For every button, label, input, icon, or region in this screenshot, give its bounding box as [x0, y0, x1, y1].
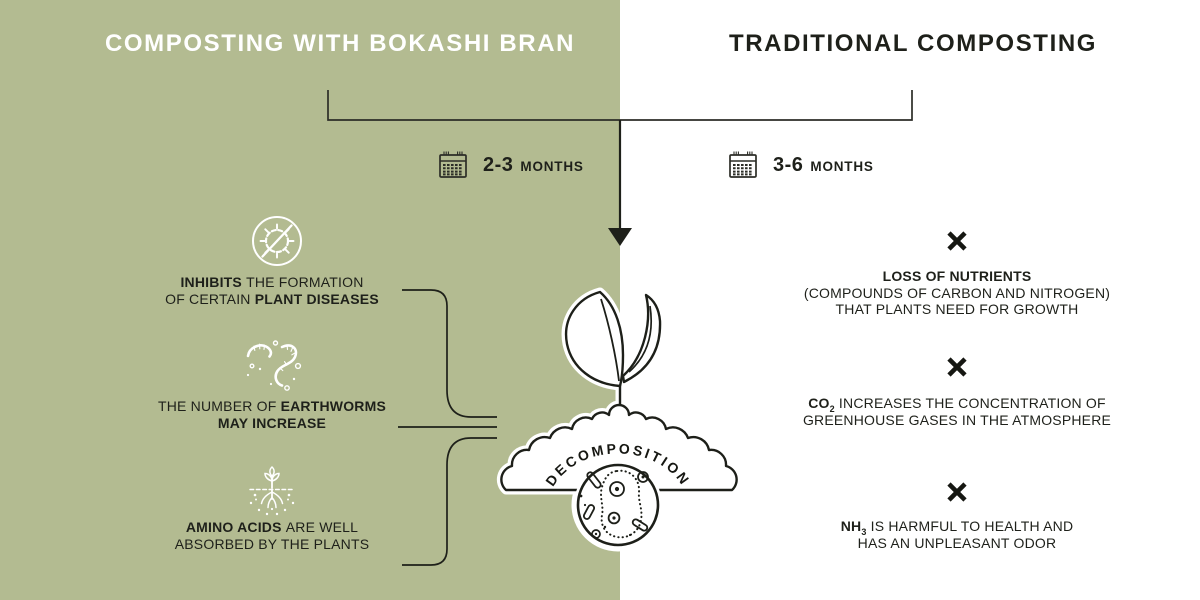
cross-icon: [947, 357, 967, 377]
drawback-nh3: NH3 IS HARMFUL TO HEALTH AND HAS AN UNPL…: [757, 518, 1157, 551]
benefit-line: OF CERTAIN PLANT DISEASES: [165, 290, 379, 307]
right-duration-value: 3-6: [773, 153, 804, 176]
decomposition-illustration: DECOMPOSITION: [496, 287, 742, 552]
drawback-line: GREENHOUSE GASES IN THE ATMOSPHERE: [802, 411, 1112, 428]
cross-icon: [947, 482, 967, 502]
earthworms-icon: [246, 340, 302, 391]
drawback-line: THAT PLANTS NEED FOR GROWTH: [835, 301, 1079, 317]
benefit-plant-diseases: INHIBITS THE FORMATION OF CERTAIN PLANT …: [92, 274, 452, 307]
benefit-line: ABSORBED BY THE PLANTS: [174, 535, 370, 552]
no-pathogen-icon: [252, 216, 302, 266]
drawback-nutrient-loss: LOSS OF NUTRIENTS (COMPOUNDS OF CARBON A…: [757, 268, 1157, 318]
drawback-line: (COMPOUNDS OF CARBON AND NITROGEN): [803, 284, 1111, 301]
drawback-line: CO2 INCREASES THE CONCENTRATION OF: [808, 395, 1106, 414]
drawback-line: LOSS OF NUTRIENTS: [882, 268, 1032, 284]
left-duration-value: 2-3: [483, 153, 514, 176]
drawback-line: HAS AN UNPLEASANT ODOR: [857, 534, 1057, 551]
right-duration: 3-6 MONTHS: [727, 148, 874, 182]
right-header: TRADITIONAL COMPOSTING: [728, 30, 1098, 57]
right-duration-unit: MONTHS: [810, 159, 874, 174]
benefit-line: INHIBITS THE FORMATION: [180, 274, 364, 290]
calendar-icon: [729, 151, 757, 178]
roots-absorption-icon: [249, 465, 295, 516]
left-duration-unit: MONTHS: [520, 159, 584, 174]
benefit-line: MAY INCREASE: [217, 414, 327, 431]
drawback-co2: CO2 INCREASES THE CONCENTRATION OF GREEN…: [757, 395, 1157, 428]
microbes-icon: [579, 469, 649, 539]
left-duration: 2-3 MONTHS: [437, 148, 584, 182]
benefit-earthworms: THE NUMBER OF EARTHWORMS MAY INCREASE: [92, 398, 452, 431]
benefit-line: AMINO ACIDS ARE WELL: [185, 519, 359, 535]
drawback-line: NH3 IS HARMFUL TO HEALTH AND: [840, 518, 1074, 537]
benefit-amino-acids: AMINO ACIDS ARE WELL ABSORBED BY THE PLA…: [92, 519, 452, 552]
left-header: COMPOSTING WITH BOKASHI BRAN: [104, 30, 576, 57]
cross-icon: [947, 231, 967, 251]
benefit-line: THE NUMBER OF EARTHWORMS: [157, 398, 387, 414]
calendar-icon: [439, 151, 467, 178]
